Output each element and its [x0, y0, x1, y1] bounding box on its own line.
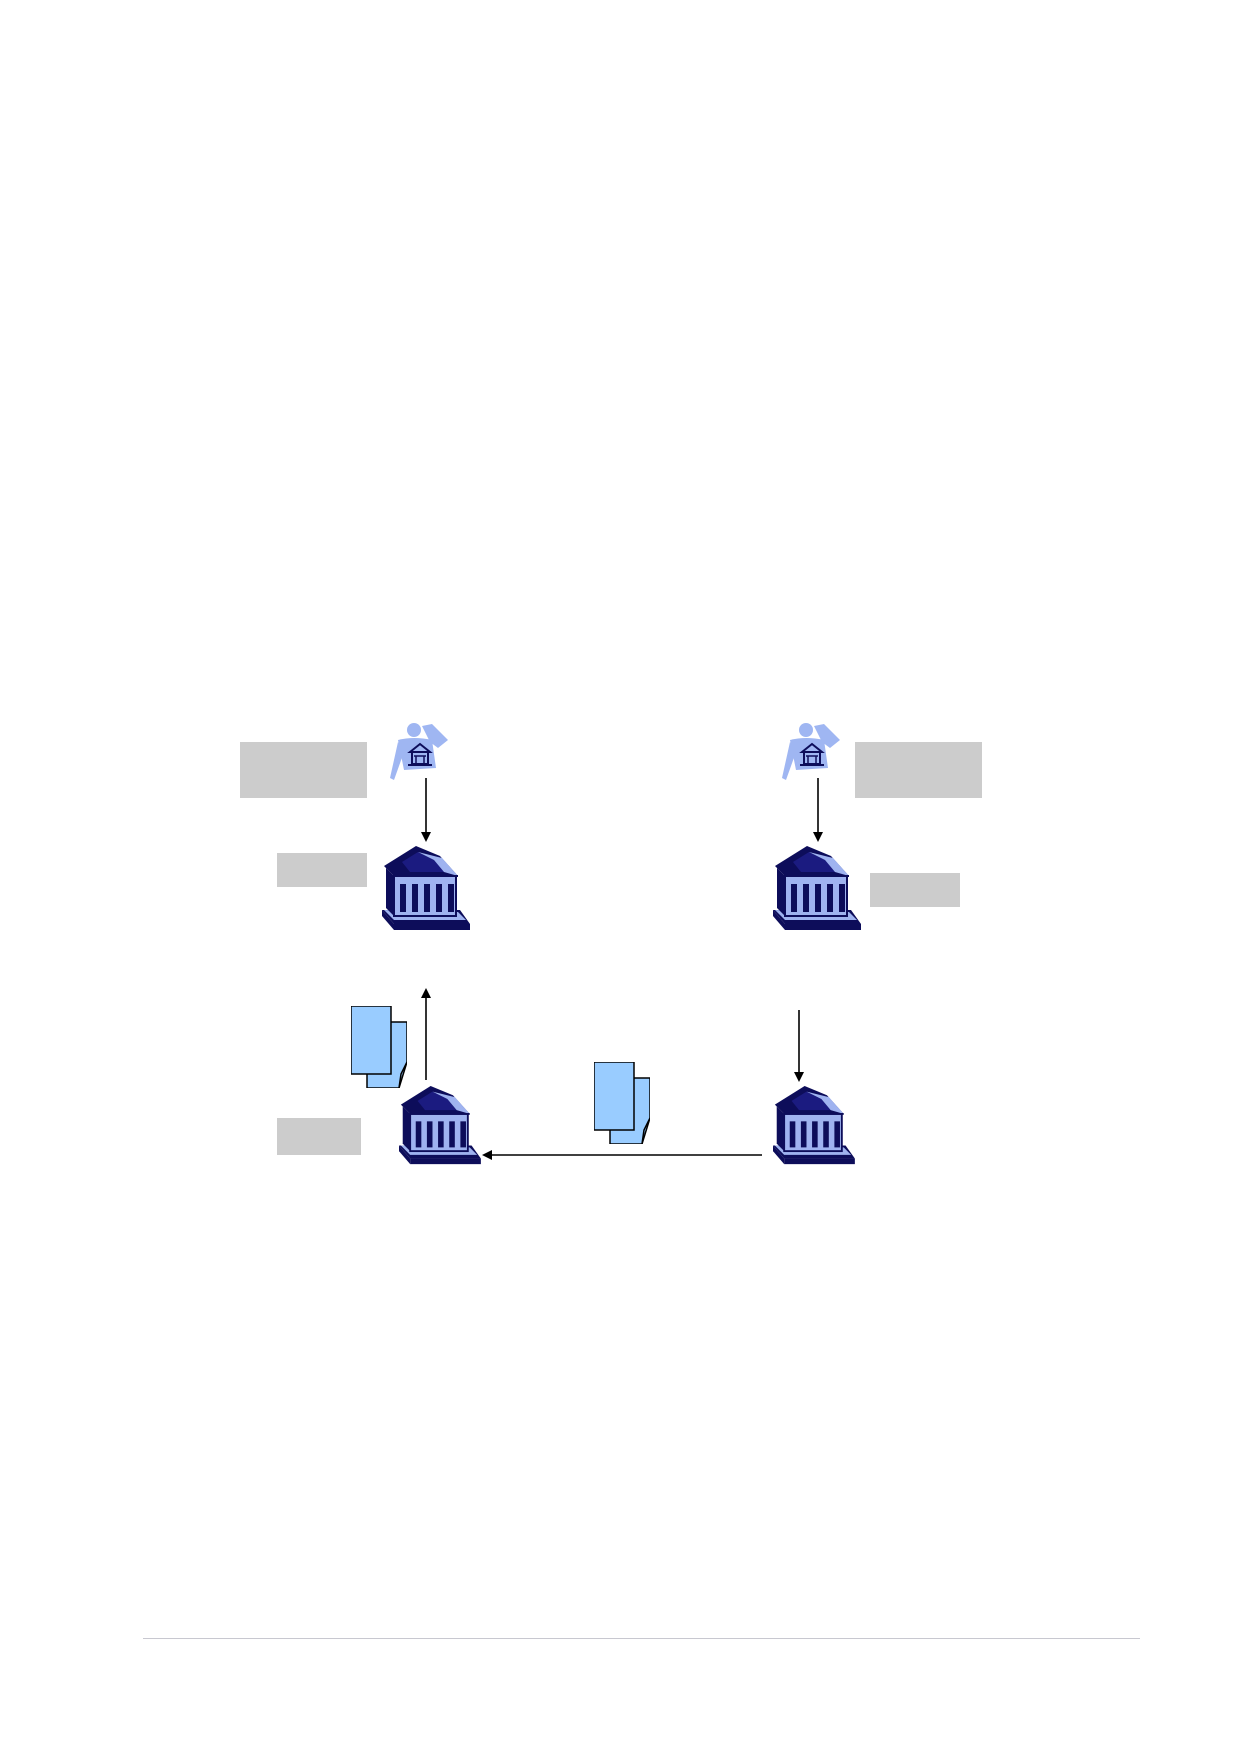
- bank-top-right-icon: [772, 846, 861, 931]
- bank-bottom-right-icon: [772, 1086, 855, 1166]
- document-left-icon: [351, 1006, 407, 1088]
- label-bank-top-left: [277, 853, 367, 887]
- label-person-right: [855, 742, 982, 798]
- banker-left-icon: [390, 722, 449, 781]
- bank-bottom-left-icon: [398, 1086, 481, 1166]
- document-middle-icon: [594, 1062, 650, 1144]
- banker-right-icon: [782, 722, 841, 781]
- label-bank-bottom-left: [277, 1118, 361, 1155]
- bank-top-left-icon: [381, 846, 470, 931]
- footer-rule: [143, 1638, 1140, 1639]
- label-bank-top-right: [870, 873, 960, 907]
- label-person-left: [240, 742, 367, 798]
